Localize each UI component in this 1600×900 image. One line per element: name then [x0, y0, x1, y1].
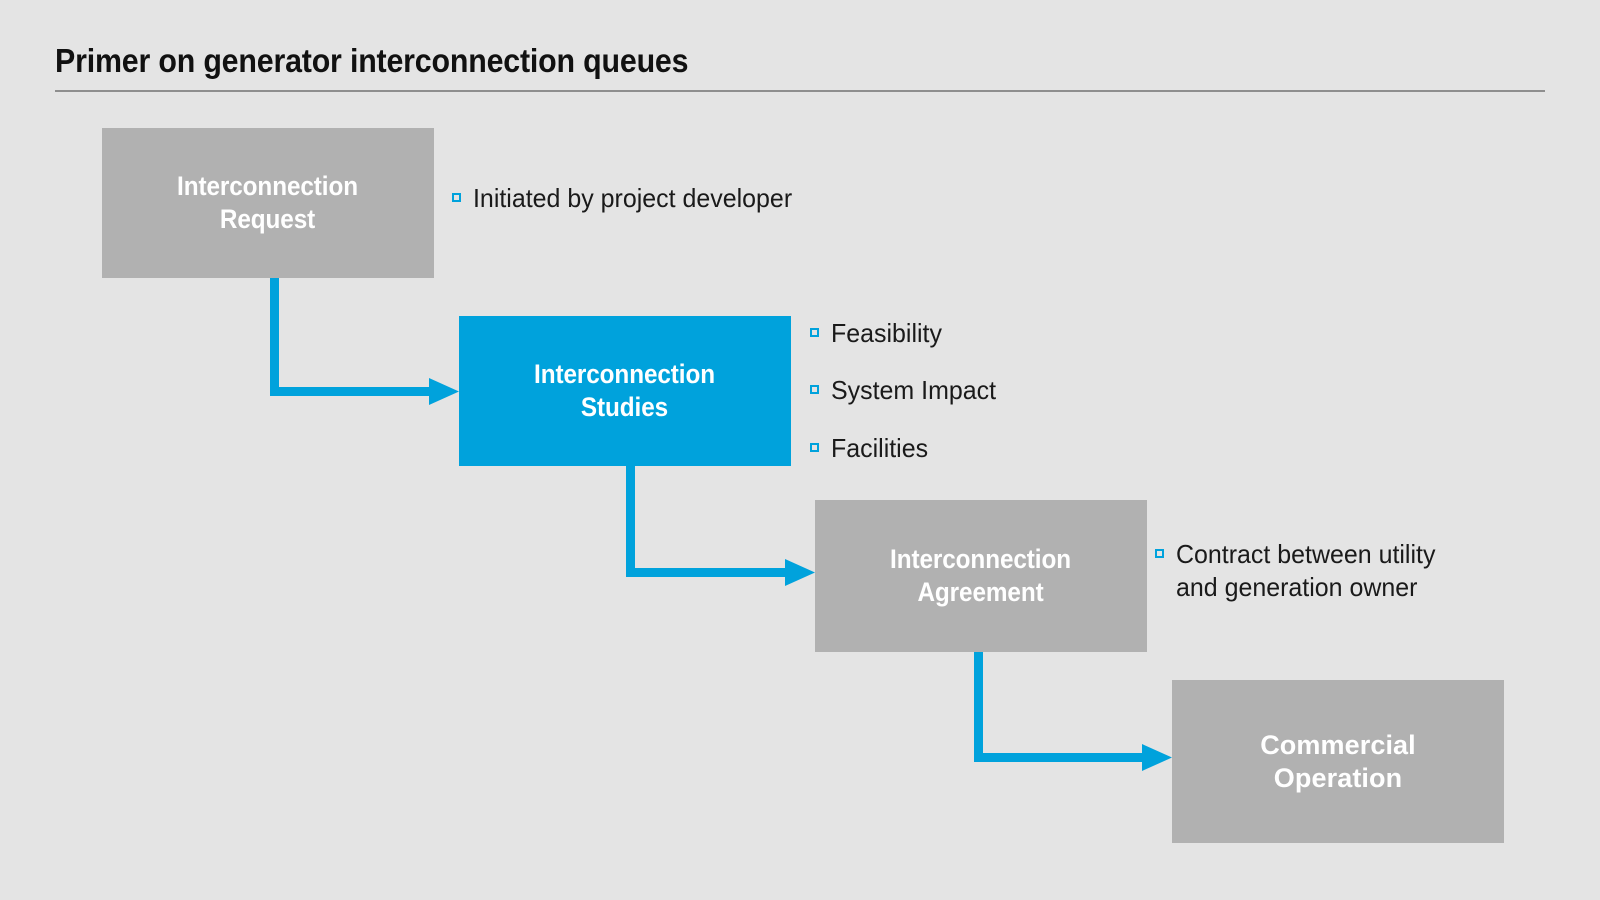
flow-node-interconnection-studies[interactable]: Interconnection Studies [459, 316, 791, 466]
connector-studies-to-agreement [626, 466, 815, 586]
title-divider [55, 90, 1545, 92]
list-item-label: Feasibility [831, 318, 942, 348]
square-bullet-icon [1155, 549, 1164, 558]
connector-request-to-studies [270, 278, 459, 405]
flow-node-label: Interconnection Agreement [890, 544, 1072, 607]
annotation-list-request: Initiated by project developer [452, 182, 805, 215]
list-item: Facilities [810, 432, 1003, 465]
flow-node-interconnection-agreement[interactable]: Interconnection Agreement [815, 500, 1147, 652]
list-item: Feasibility [810, 317, 1003, 350]
list-item-label: Initiated by project developer [473, 183, 793, 213]
annotation-list-studies: Feasibility System Impact Facilities [810, 317, 1003, 465]
page-title: Primer on generator interconnection queu… [55, 42, 689, 79]
flow-node-commercial-operation[interactable]: Commercial Operation [1172, 680, 1504, 843]
square-bullet-icon [810, 442, 819, 452]
square-bullet-icon [452, 193, 461, 202]
annotation-list-agreement: Contract between utility and generation … [1155, 538, 1555, 605]
flow-node-label: Commercial Operation [1260, 729, 1416, 793]
flow-node-interconnection-request[interactable]: Interconnection Request [102, 128, 434, 278]
list-item-label: System Impact [831, 375, 997, 406]
flow-node-label: Interconnection Studies [534, 359, 716, 422]
square-bullet-icon [810, 385, 819, 395]
list-item: System Impact [810, 374, 1003, 407]
list-item: Contract between utility and generation … [1155, 538, 1555, 605]
list-item-label: Contract between utility and generation … [1176, 539, 1436, 603]
square-bullet-icon [810, 328, 819, 337]
flow-node-label: Interconnection Request [177, 171, 359, 234]
connector-agreement-to-operation [974, 652, 1172, 771]
list-item: Initiated by project developer [452, 182, 805, 215]
list-item-label: Facilities [831, 432, 929, 463]
